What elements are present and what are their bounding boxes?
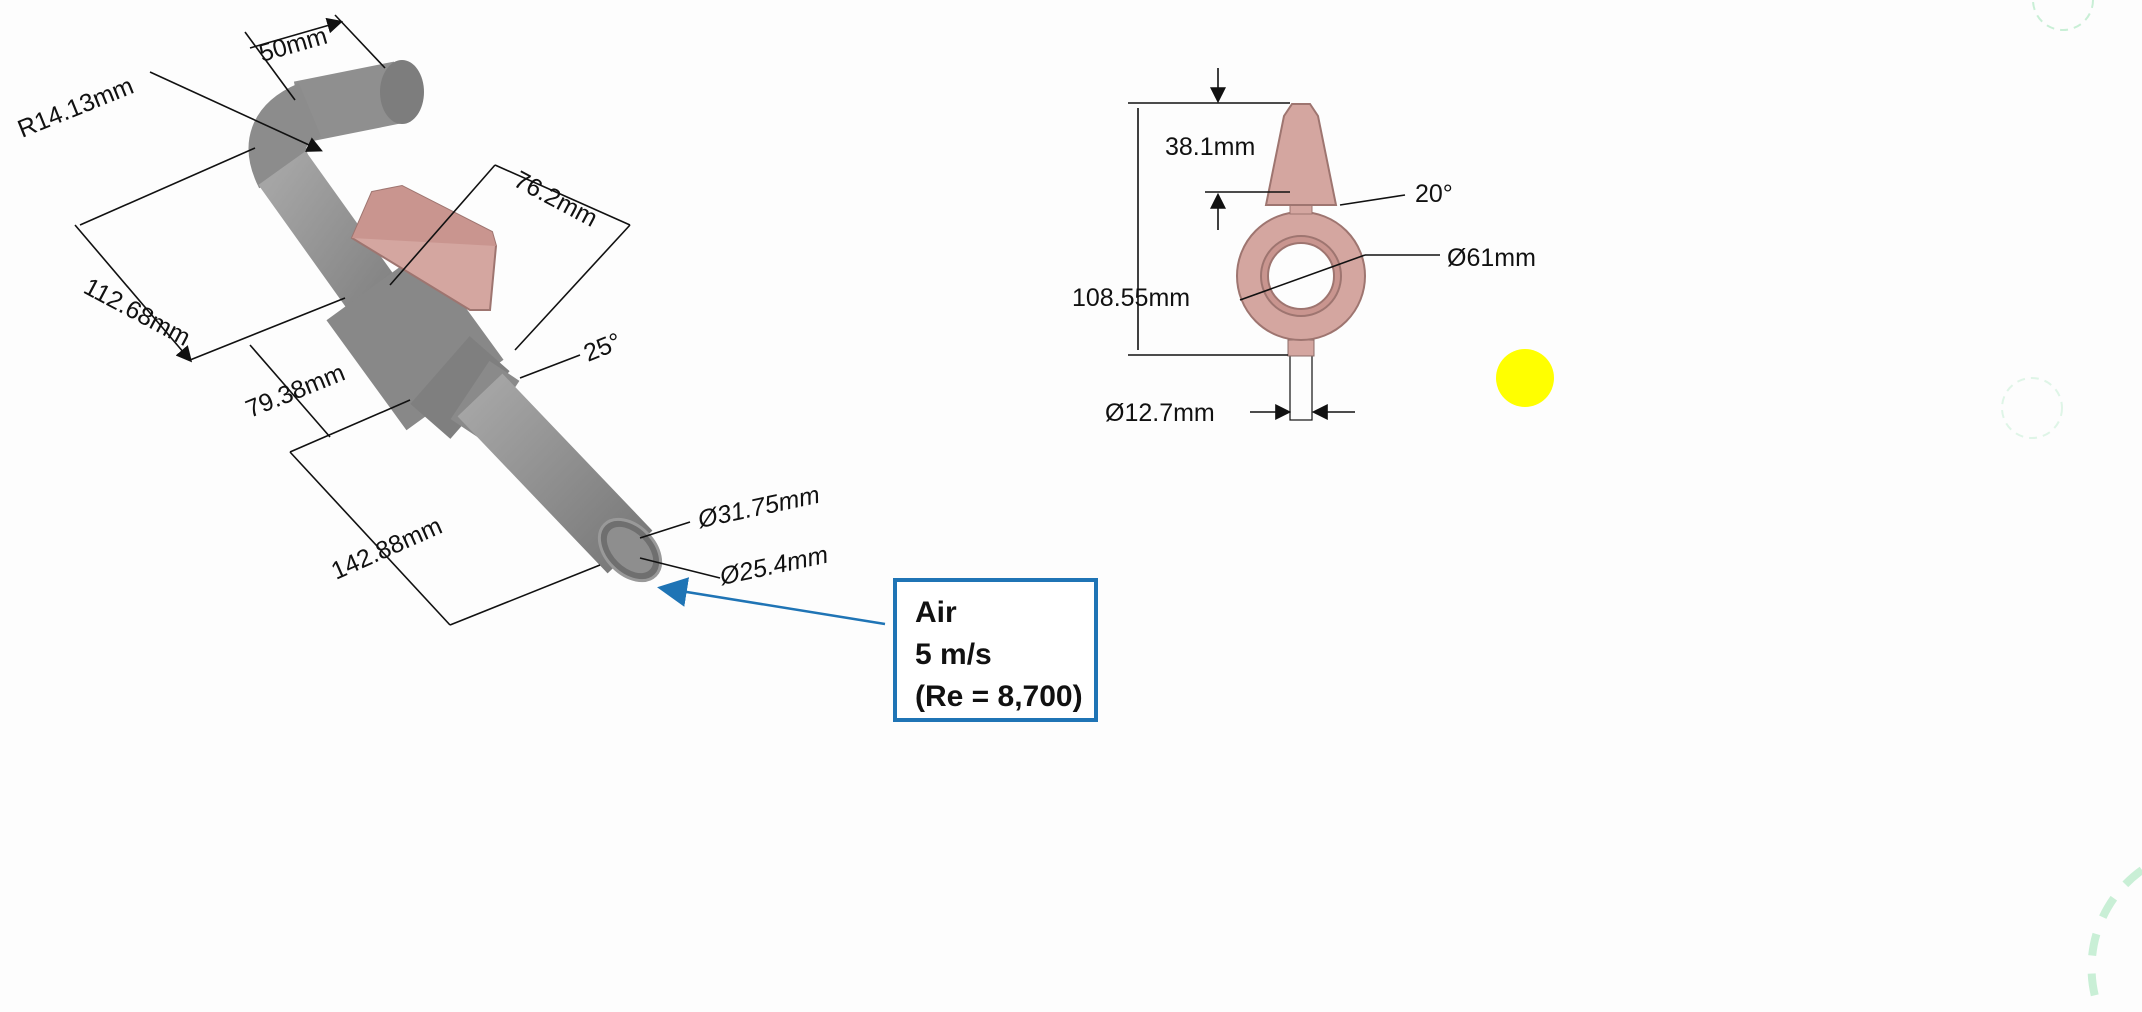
label-length-top: 50mm: [256, 22, 330, 68]
label-length-upper: 112.68mm: [79, 273, 195, 352]
label-outer-diameter: Ø31.75mm: [694, 481, 822, 534]
label-inner-diameter: Ø25.4mm: [716, 541, 830, 591]
ball-stem-cone: [1264, 103, 1338, 206]
dimension-lines-ball: [1128, 68, 1440, 420]
inlet-velocity: 5 m/s: [915, 638, 992, 671]
inlet-reynolds: (Re = 8,700): [915, 680, 1083, 713]
inlet-fluid: Air: [915, 596, 957, 629]
highlight-dot: [1496, 349, 1554, 407]
label-cone-angle: 20°: [1415, 180, 1453, 208]
valve-3d-model: [248, 60, 663, 583]
label-bend-radius: R14.13mm: [14, 72, 138, 144]
decorative-circles: [2001, 0, 2142, 1012]
label-length-lower: 142.88mm: [327, 512, 446, 586]
dimension-labels-ball: 38.1mm 20° Ø61mm 108.55mm Ø12.7mm: [1072, 133, 1536, 427]
label-total-height: 108.55mm: [1072, 284, 1190, 312]
label-stem-height: 38.1mm: [1165, 133, 1255, 161]
inlet-arrow: [657, 577, 886, 626]
label-angle: 25°: [580, 327, 626, 367]
ball-view: [1236, 103, 1366, 421]
label-stem-diameter: Ø12.7mm: [1105, 399, 1215, 427]
label-length-body: 79.38mm: [242, 359, 349, 424]
label-handle-length: 76.2mm: [509, 166, 602, 233]
dimension-lines-3d: [74, 14, 721, 626]
label-ball-diameter: Ø61mm: [1447, 244, 1536, 272]
inlet-condition-box: Air 5 m/s (Re = 8,700): [893, 578, 1098, 722]
